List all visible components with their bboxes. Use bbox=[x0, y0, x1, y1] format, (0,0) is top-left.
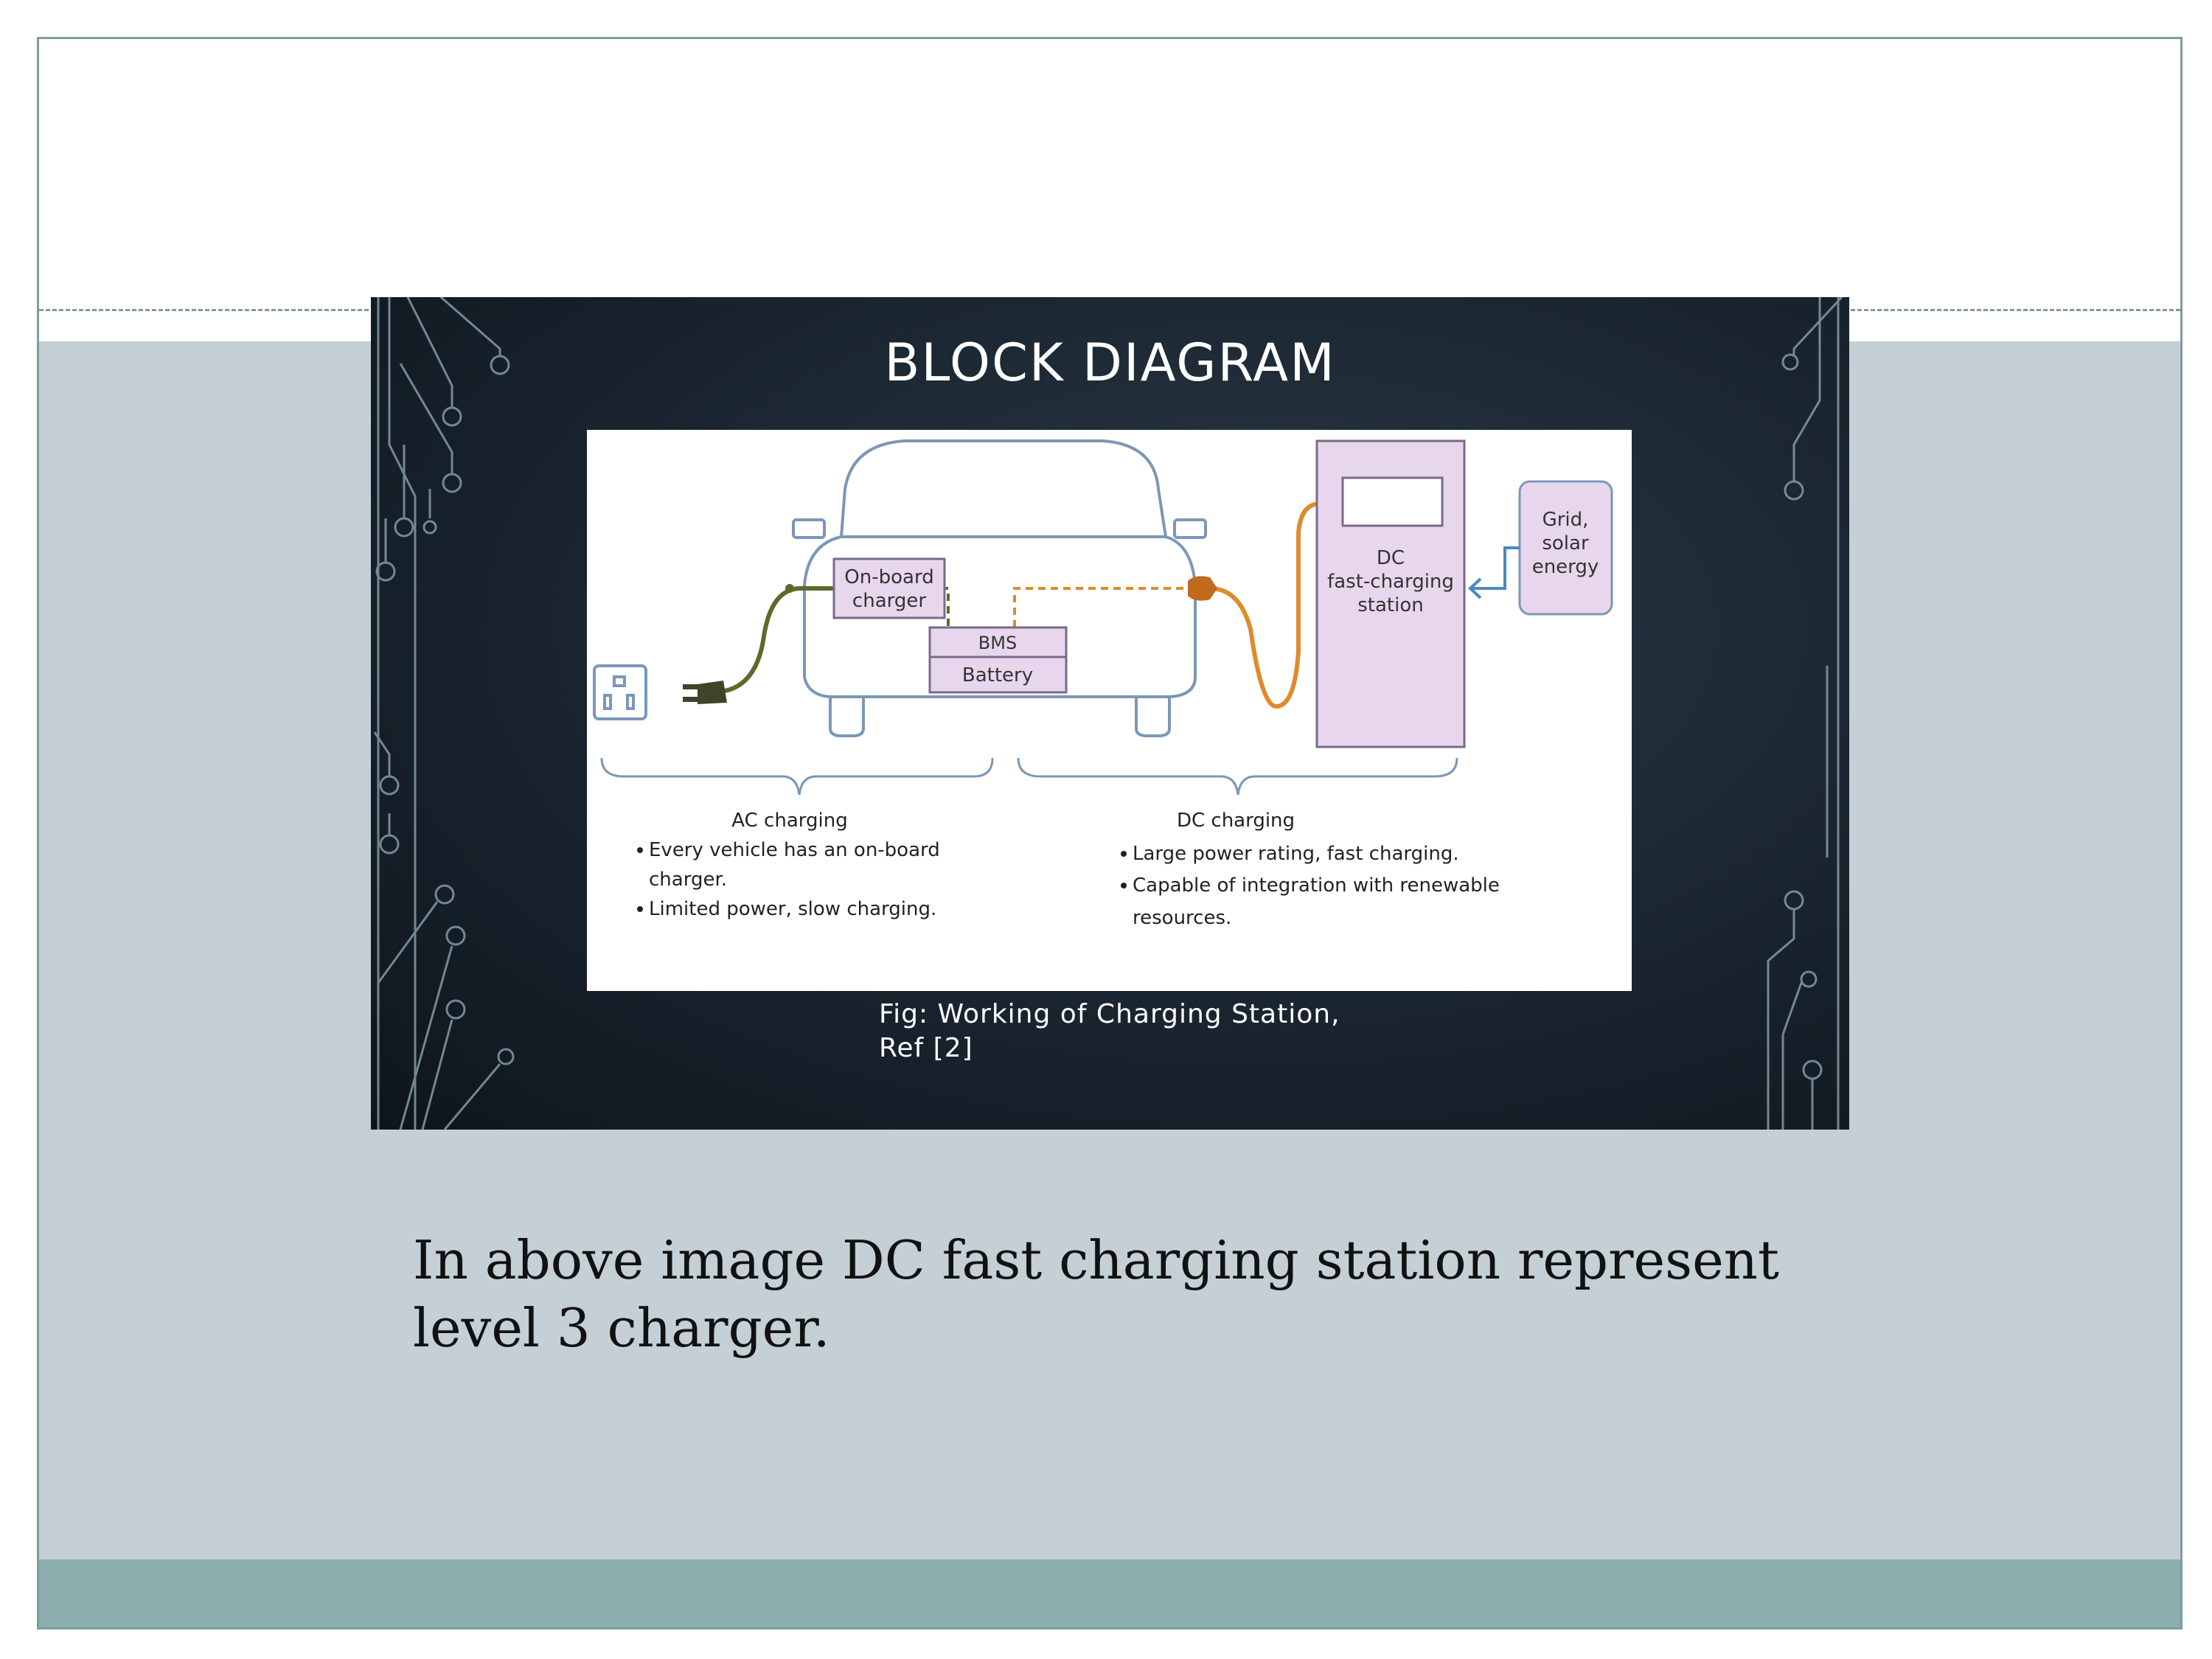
onboard-charger-block: On-board charger bbox=[832, 557, 946, 619]
svg-text:charger.: charger. bbox=[649, 869, 727, 891]
caption-line-2: Ref [2] bbox=[879, 1033, 973, 1063]
svg-text:Every vehicle has an on-board: Every vehicle has an on-board bbox=[649, 839, 940, 861]
slide-body-text: In above image DC fast charging station … bbox=[413, 1229, 1779, 1359]
svg-text:energy: energy bbox=[1532, 556, 1599, 578]
svg-text:DC charging: DC charging bbox=[1177, 810, 1295, 832]
svg-text:Grid,: Grid, bbox=[1543, 509, 1589, 531]
ac-cable bbox=[683, 584, 841, 704]
svg-text:solar: solar bbox=[1542, 532, 1589, 554]
ac-charging-notes: AC charging Every vehicle has an on-boar… bbox=[637, 810, 940, 920]
svg-text:AC charging: AC charging bbox=[731, 810, 847, 832]
svg-text:On-board: On-board bbox=[844, 566, 933, 588]
slide: BLOCK DIAGRAM bbox=[37, 37, 2183, 1630]
dc-cable bbox=[1188, 501, 1332, 709]
battery-block: BMS Battery bbox=[928, 626, 1068, 694]
svg-text:Capable of integration with re: Capable of integration with renewable bbox=[1133, 874, 1500, 897]
block-diagram-image: BLOCK DIAGRAM bbox=[371, 297, 1849, 1130]
footer-band bbox=[39, 1559, 2180, 1627]
panel-title: BLOCK DIAGRAM bbox=[884, 333, 1336, 393]
section-braces bbox=[600, 757, 1458, 796]
svg-text:station: station bbox=[1357, 594, 1423, 616]
svg-text:Battery: Battery bbox=[962, 664, 1033, 686]
slide-header-area bbox=[39, 39, 2180, 341]
svg-text:Large power rating, fast charg: Large power rating, fast charging. bbox=[1133, 843, 1459, 865]
internal-connections bbox=[941, 587, 1192, 627]
svg-text:Limited power, slow charging.: Limited power, slow charging. bbox=[649, 898, 936, 920]
svg-text:BMS: BMS bbox=[978, 633, 1017, 653]
dc-fast-charging-station: DC fast-charging station bbox=[1315, 439, 1466, 748]
dc-charging-notes: DC charging Large power rating, fast cha… bbox=[1121, 810, 1500, 929]
caption-line-1: Fig: Working of Charging Station, bbox=[879, 999, 1340, 1029]
svg-text:resources.: resources. bbox=[1133, 907, 1231, 929]
figure-caption: Fig: Working of Charging Station, Ref [2… bbox=[879, 998, 1340, 1065]
charging-diagram: On-board charger BMS Battery bbox=[587, 430, 1632, 991]
svg-text:fast-charging: fast-charging bbox=[1327, 571, 1454, 593]
wall-outlet-icon bbox=[593, 664, 647, 720]
circuit-decoration bbox=[373, 297, 1843, 1130]
svg-text:DC: DC bbox=[1377, 547, 1405, 569]
svg-text:charger: charger bbox=[852, 590, 926, 612]
grid-solar-source: Grid, solar energy bbox=[1468, 480, 1613, 616]
car-outline bbox=[792, 439, 1207, 737]
